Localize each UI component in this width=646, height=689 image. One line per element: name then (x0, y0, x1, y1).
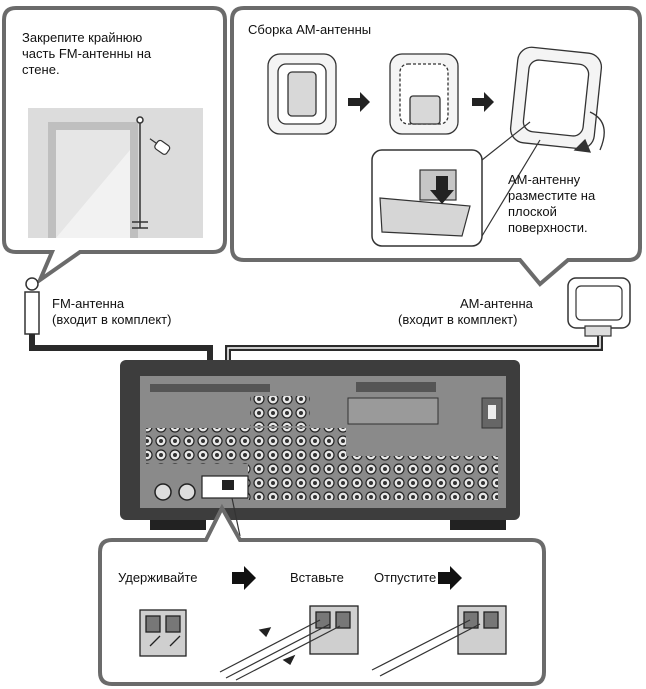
fm-mount-instruction-line3: стене. (22, 62, 60, 77)
thumbtack-icon (149, 138, 171, 155)
assembly-arrow-icon (348, 92, 494, 112)
terminal-clip-insert (219, 605, 359, 681)
am-antenna-label: АМ-антенна (460, 296, 533, 311)
terminal-clip-hold (139, 609, 187, 657)
terminal-steps-bubble (98, 503, 546, 686)
step-arrow-icon (232, 566, 462, 590)
fm-mount-instruction-line1: Закрепите крайнюю (22, 30, 143, 45)
fm-mount-instruction-line2: часть FM-антенны на (22, 46, 152, 61)
step-insert-label: Вставьте (290, 570, 344, 585)
receiver-rear-panel (120, 360, 520, 530)
step-hold-label: Удерживайте (118, 570, 198, 585)
am-assembly-title: Сборка АМ-антенны (248, 22, 372, 37)
am-assembly-steps (267, 46, 605, 153)
am-loop-antenna (567, 277, 631, 337)
am-placement-line1: АМ-антенну (508, 172, 581, 187)
fm-antenna-included: (входит в комплект) (52, 312, 172, 327)
am-placement-line2: разместите на (508, 188, 596, 203)
am-placement-line3: плоской (508, 204, 557, 219)
wall-illustration (28, 108, 203, 238)
am-placement-line4: поверхности. (508, 220, 588, 235)
am-antenna-included: (входит в комплект) (398, 312, 518, 327)
stand-inset (371, 121, 541, 247)
fm-antenna-wire (24, 277, 40, 335)
step-release-label: Отпустите (374, 570, 437, 585)
terminal-clip-release (371, 605, 507, 677)
fm-antenna-label: FM-антенна (52, 296, 125, 311)
